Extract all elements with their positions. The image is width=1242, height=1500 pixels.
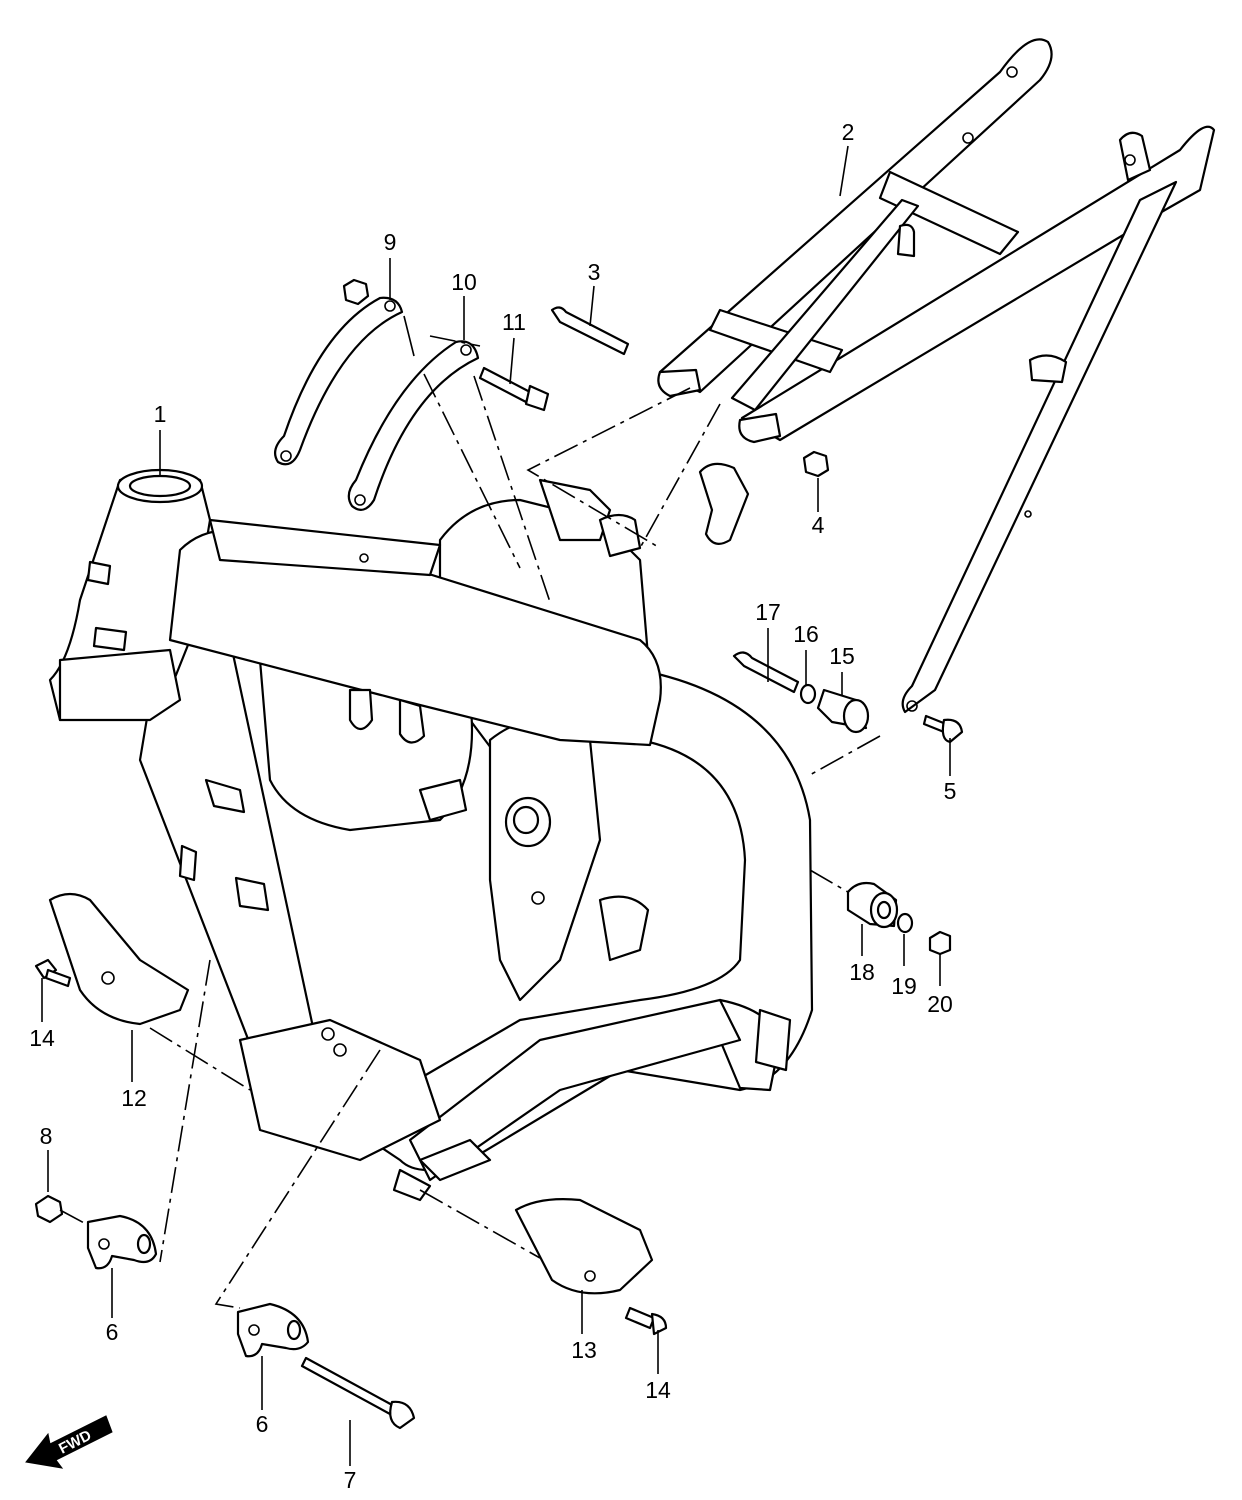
- mount-bracket-6-lower: [236, 1302, 310, 1358]
- callout-15: 15: [829, 643, 855, 669]
- callout-4: 4: [812, 512, 825, 538]
- callout-18: 18: [849, 959, 875, 985]
- callout-14-right: 14: [645, 1377, 671, 1403]
- engine-bracket-10: [347, 340, 480, 511]
- callout-8: 8: [40, 1123, 53, 1149]
- callout-10: 10: [451, 269, 477, 295]
- fwd-arrow-icon: FWD: [25, 1415, 113, 1469]
- callout-6-lower: 6: [256, 1411, 269, 1437]
- leader-lines: [41, 145, 951, 1466]
- collar-15: [816, 688, 870, 734]
- frame-guard-13: [514, 1198, 654, 1295]
- callout-16: 16: [793, 621, 819, 647]
- callout-2: 2: [842, 119, 855, 145]
- callout-11: 11: [502, 309, 526, 335]
- callout-1: 1: [154, 401, 167, 427]
- bolt-14-left: [34, 958, 72, 988]
- bolt-7: [300, 1356, 416, 1430]
- mount-bracket-6-upper: [86, 1214, 158, 1270]
- bolt-14-right: [624, 1306, 668, 1336]
- callout-6-upper: 6: [106, 1319, 119, 1345]
- frame-guard-12: [48, 892, 190, 1026]
- callout-14-left: 14: [29, 1025, 55, 1051]
- callout-17: 17: [755, 599, 781, 625]
- nut-20: [928, 930, 952, 956]
- washer-19: [896, 912, 914, 934]
- bolt-5: [922, 714, 964, 744]
- callout-5: 5: [944, 778, 957, 804]
- callout-13: 13: [571, 1337, 597, 1363]
- nut-8: [34, 1194, 64, 1224]
- nut-9: [342, 278, 370, 306]
- callout-12: 12: [121, 1085, 147, 1111]
- washer-16: [799, 683, 817, 705]
- rear-subframe: [657, 38, 1216, 714]
- collar-18: [846, 881, 899, 929]
- engine-bracket-9: [273, 296, 404, 466]
- bolt-17: [732, 651, 800, 694]
- assembly-lines: [59, 335, 881, 1309]
- bolt-3: [550, 306, 630, 356]
- callout-7: 7: [344, 1467, 357, 1493]
- main-frame: [48, 468, 814, 1202]
- callout-3: 3: [588, 259, 601, 285]
- callout-19: 19: [891, 973, 917, 999]
- nut-4: [802, 450, 830, 478]
- bolt-11: [478, 366, 550, 412]
- callout-20: 20: [927, 991, 953, 1017]
- callouts: 1 2 3 4 5 6 6 7 8 9 10 11 12 13 14 14 15…: [29, 119, 956, 1493]
- callout-9: 9: [384, 229, 397, 255]
